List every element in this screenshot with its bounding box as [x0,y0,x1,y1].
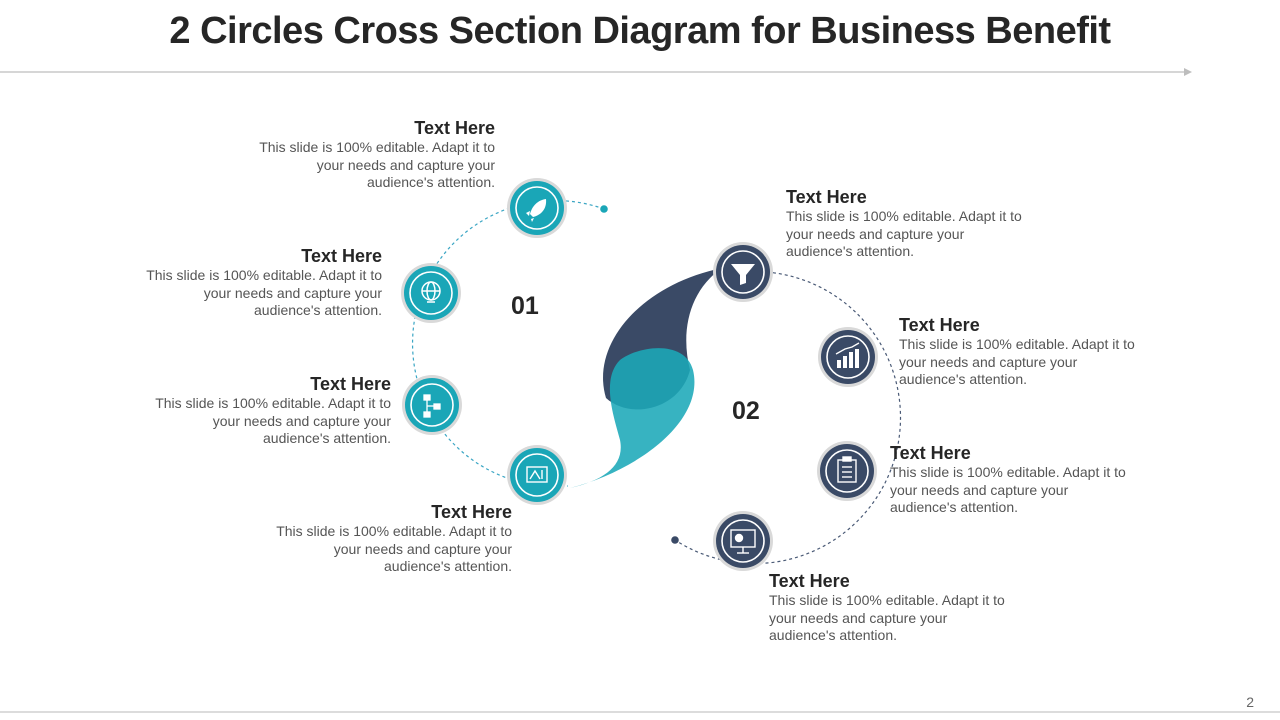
text-block-growth-chart: Text Here This slide is 100% editable. A… [899,314,1159,389]
text-block-line: This slide is 100% editable. Adapt it to [276,523,512,539]
text-block-line: This slide is 100% editable. Adapt it to [155,395,391,411]
text-block-line: your needs and capture your [769,609,948,626]
icon-node-presentation[interactable] [713,511,773,571]
text-block-line: This slide is 100% editable. Adapt it to [259,139,495,155]
circle-2-number: 02 [732,397,760,425]
funnel-icon [731,264,755,285]
text-block-title: Text Here [890,443,971,463]
text-block-line: your needs and capture your [212,412,391,429]
icon-node-funnel[interactable] [713,242,773,302]
circle-1-endpoint-dot [600,205,608,213]
page-number: 2 [1246,694,1254,710]
text-block-presentation: Text Here This slide is 100% editable. A… [769,570,1029,645]
text-block-line: audience's attention. [254,302,382,318]
text-block-title: Text Here [414,118,495,138]
text-block-line: audience's attention. [890,499,1018,515]
text-block-line: your needs and capture your [333,540,512,557]
text-block-line: audience's attention. [384,558,512,574]
text-block-line: your needs and capture your [316,156,495,173]
text-block-title: Text Here [310,374,391,394]
globe-bulb-icon [421,281,441,303]
text-block-line: your needs and capture your [899,353,1078,370]
blueprint-icon [526,466,548,483]
flowchart-icon [423,394,441,418]
text-block-title: Text Here [431,502,512,522]
teal-leaf-shape [570,348,695,488]
text-block-globe-bulb: Text Here This slide is 100% editable. A… [122,245,382,320]
circle-2-dashed-arc [674,270,902,565]
growth-chart-icon [835,342,860,368]
icon-node-growth-chart[interactable] [818,327,878,387]
text-block-title: Text Here [786,187,867,207]
icon-node-globe-bulb[interactable] [401,263,461,323]
clipboard-icon [837,456,857,483]
circle-2-endpoint-dot [671,536,679,544]
text-block-line: audience's attention. [367,174,495,190]
icon-node-flowchart[interactable] [402,375,462,435]
page-title: 2 Circles Cross Section Diagram for Busi… [169,10,1111,52]
text-block-line: audience's attention. [769,627,897,643]
icon-node-clipboard[interactable] [817,441,877,501]
text-block-funnel: Text Here This slide is 100% editable. A… [786,186,1046,261]
circle-1-dashed-arc [411,199,605,488]
text-block-line: your needs and capture your [786,225,965,242]
text-block-line: This slide is 100% editable. Adapt it to [899,336,1135,352]
text-block-blueprint: Text Here This slide is 100% editable. A… [252,501,512,576]
text-block-line: your needs and capture your [203,284,382,301]
icon-node-rocket[interactable] [507,178,567,238]
presentation-icon [730,529,756,554]
text-block-line: audience's attention. [899,371,1027,387]
rocket-icon [526,199,547,222]
text-block-line: This slide is 100% editable. Adapt it to [890,464,1126,480]
text-block-title: Text Here [899,315,980,335]
text-block-flowchart: Text Here This slide is 100% editable. A… [131,373,391,448]
text-block-line: This slide is 100% editable. Adapt it to [769,592,1005,608]
circle-1-number: 01 [511,292,539,320]
text-block-line: your needs and capture your [890,481,1069,498]
text-block-rocket: Text Here This slide is 100% editable. A… [235,117,495,192]
text-block-title: Text Here [301,246,382,266]
text-block-line: audience's attention. [263,430,391,446]
text-block-line: This slide is 100% editable. Adapt it to [146,267,382,283]
text-block-title: Text Here [769,571,850,591]
text-block-clipboard: Text Here This slide is 100% editable. A… [890,442,1150,517]
icon-node-blueprint[interactable] [507,445,567,505]
text-block-line: This slide is 100% editable. Adapt it to [786,208,1022,224]
text-block-line: audience's attention. [786,243,914,259]
divider-arrow [1184,68,1192,76]
